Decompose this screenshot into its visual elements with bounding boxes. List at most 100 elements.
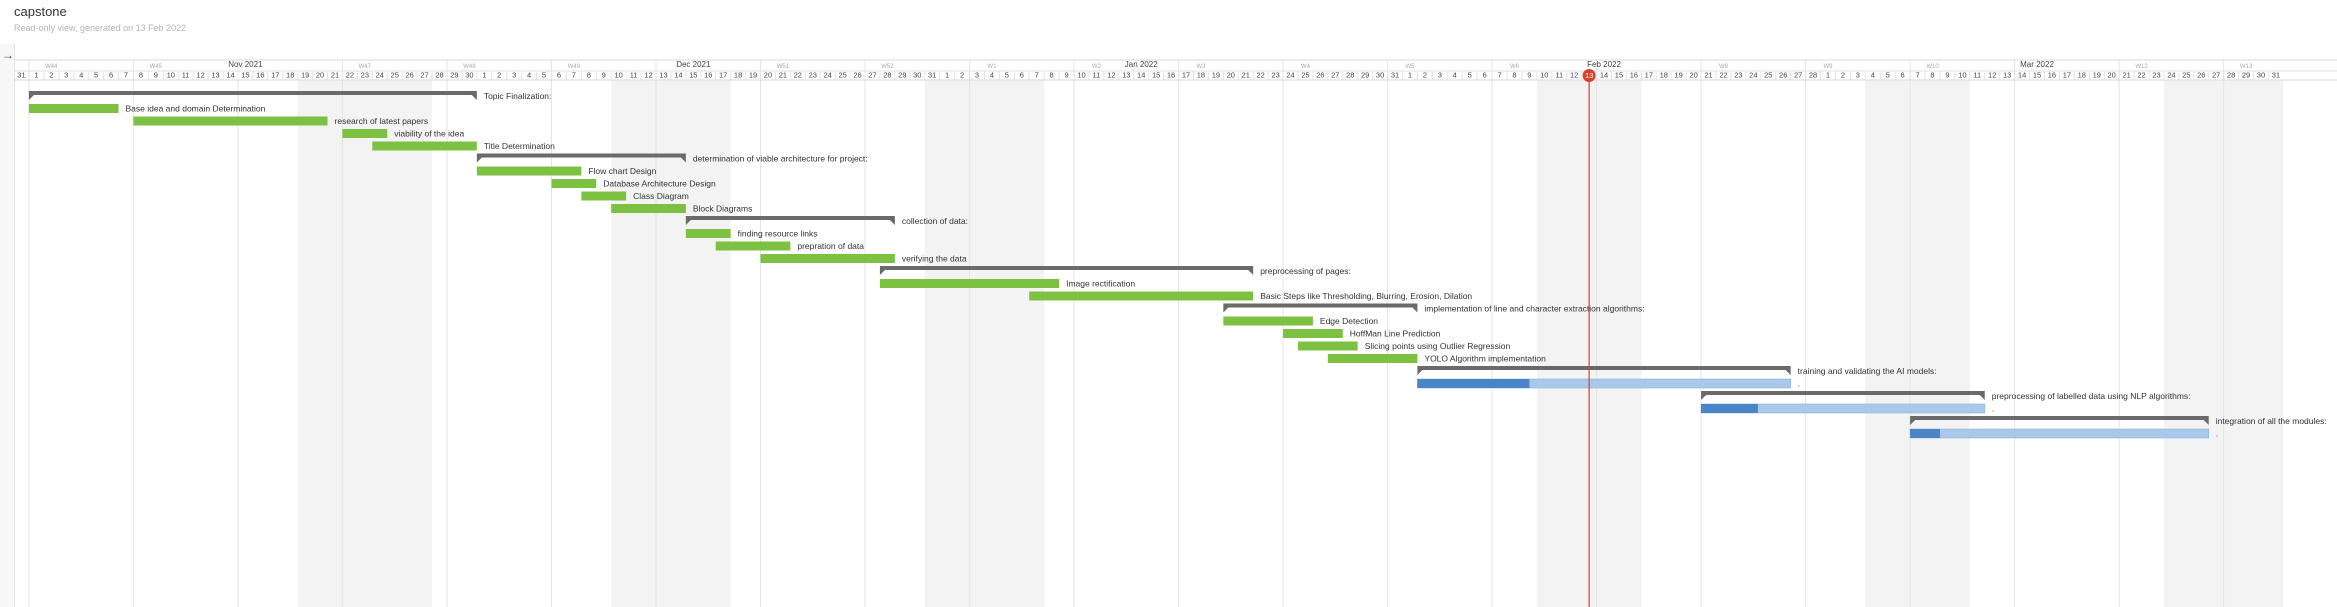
day-tick-label: 12 (196, 71, 204, 80)
day-tick-label: 13 (2003, 71, 2011, 80)
task-bar (1297, 341, 1358, 351)
group-bracket-right (471, 95, 477, 100)
day-tick-label: 19 (2093, 71, 2101, 80)
day-tick-label: 12 (644, 71, 652, 80)
day-tick-label: 8 (1930, 71, 1934, 80)
day-tick-label: 28 (1809, 71, 1817, 80)
day-tick-label: 10 (167, 71, 175, 80)
day-tick-label: 13 (659, 71, 667, 80)
task-bar (551, 179, 597, 188)
task-bar (1029, 291, 1254, 301)
day-tick-label: 9 (1064, 71, 1068, 80)
group-bracket-left (1417, 370, 1423, 375)
day-tick-label: 27 (420, 71, 428, 80)
day-tick-label: 12 (1107, 71, 1115, 80)
day-tick-label: 6 (1020, 71, 1024, 80)
group-bracket-right (889, 220, 895, 225)
progress-track (1909, 428, 2210, 439)
group-bracket-right (680, 157, 686, 163)
month-label: Jan 2022 (1125, 60, 1158, 69)
day-tick-label: 3 (512, 71, 516, 80)
task-label: Base idea and domain Determination (126, 104, 266, 114)
task-bar (879, 279, 1060, 288)
day-tick-label: 4 (1453, 71, 1457, 80)
week-label: W3 (1196, 64, 1206, 70)
task-bar (372, 141, 477, 151)
week-label: W13 (2240, 64, 2253, 70)
day-tick-label: 30 (2257, 71, 2265, 80)
group-bar (685, 216, 895, 220)
day-tick-label: 11 (182, 71, 190, 80)
task-label: HoffMan Line Prediction (1350, 329, 1441, 339)
day-tick-label: 1 (1826, 71, 1830, 80)
day-tick-label: 15 (1152, 71, 1160, 80)
day-tick-label: 11 (1093, 71, 1101, 80)
task-label: Flow chart Design (588, 166, 656, 176)
group-bracket-left (28, 95, 34, 100)
task-label: Topic Finalization: (484, 91, 552, 101)
group-bracket-left (685, 220, 691, 225)
day-tick-label: 16 (2048, 71, 2056, 80)
group-bar (1223, 303, 1418, 308)
week-label: W47 (359, 64, 372, 70)
day-tick-label: 4 (527, 71, 531, 80)
task-bar (28, 104, 119, 113)
day-tick-label: 24 (376, 71, 384, 80)
day-tick-label: 19 (301, 71, 309, 80)
day-tick-label: 31 (1391, 71, 1399, 80)
day-tick-label: 4 (79, 71, 83, 80)
day-tick-label: 4 (990, 71, 994, 80)
task-label: verifying the data (902, 254, 967, 264)
day-tick-label: 7 (1035, 71, 1039, 80)
day-tick-label: 12 (1570, 71, 1578, 80)
day-tick-label: 9 (154, 71, 158, 80)
day-tick-label: 13 (1122, 71, 1130, 80)
collapsed-sidebar[interactable]: → (0, 44, 15, 607)
day-tick-label: 20 (1689, 71, 1697, 80)
group-bracket-left (476, 157, 482, 163)
day-tick-label: 26 (853, 71, 861, 80)
day-tick-label: 18 (734, 71, 742, 80)
task-label: research of latest papers (335, 116, 429, 126)
day-tick-label: 17 (2063, 71, 2071, 80)
week-label: W2 (1092, 64, 1102, 70)
day-tick-label: 22 (1719, 71, 1727, 80)
group-bar (28, 91, 477, 95)
day-tick-label: 9 (1945, 71, 1949, 80)
day-tick-label: 23 (1271, 71, 1279, 80)
day-tick-label: 11 (1555, 71, 1563, 80)
group-bar (1910, 416, 2209, 420)
project-title: capstone (14, 4, 67, 19)
task-label: preprocessing of pages: (1260, 266, 1351, 276)
day-tick-label: 21 (779, 71, 787, 80)
group-bracket-left (1223, 307, 1229, 313)
day-tick-label: 28 (435, 71, 443, 80)
week-label: W8 (1719, 64, 1729, 70)
day-tick-label: 18 (1197, 71, 1205, 80)
day-tick-label: 19 (1212, 71, 1220, 80)
month-label: Mar 2022 (2020, 60, 2054, 69)
task-label: . (2216, 429, 2218, 439)
day-tick-label: 10 (1540, 71, 1548, 80)
day-tick-label: 10 (1958, 71, 1966, 80)
group-bar (1701, 391, 1985, 395)
month-label: Nov 2021 (228, 60, 263, 69)
task-bar (476, 166, 582, 176)
day-tick-label: 5 (94, 71, 98, 80)
week-label: W9 (1823, 64, 1833, 70)
day-tick-label: 6 (1901, 71, 1905, 80)
week-label: W5 (1405, 64, 1415, 70)
day-tick-label: 26 (405, 71, 413, 80)
day-tick-label: 20 (2107, 71, 2115, 80)
day-tick-label: 16 (256, 71, 264, 80)
progress-fill (1701, 404, 1758, 413)
task-label: Database Architecture Design (603, 179, 716, 189)
day-tick-label: 2 (49, 71, 53, 80)
week-label: W49 (568, 64, 581, 70)
today-label: 13 (1585, 71, 1593, 80)
arrow-right-icon[interactable]: → (2, 48, 14, 62)
progress-fill (1910, 429, 1940, 438)
day-tick-label: 1 (34, 71, 38, 80)
